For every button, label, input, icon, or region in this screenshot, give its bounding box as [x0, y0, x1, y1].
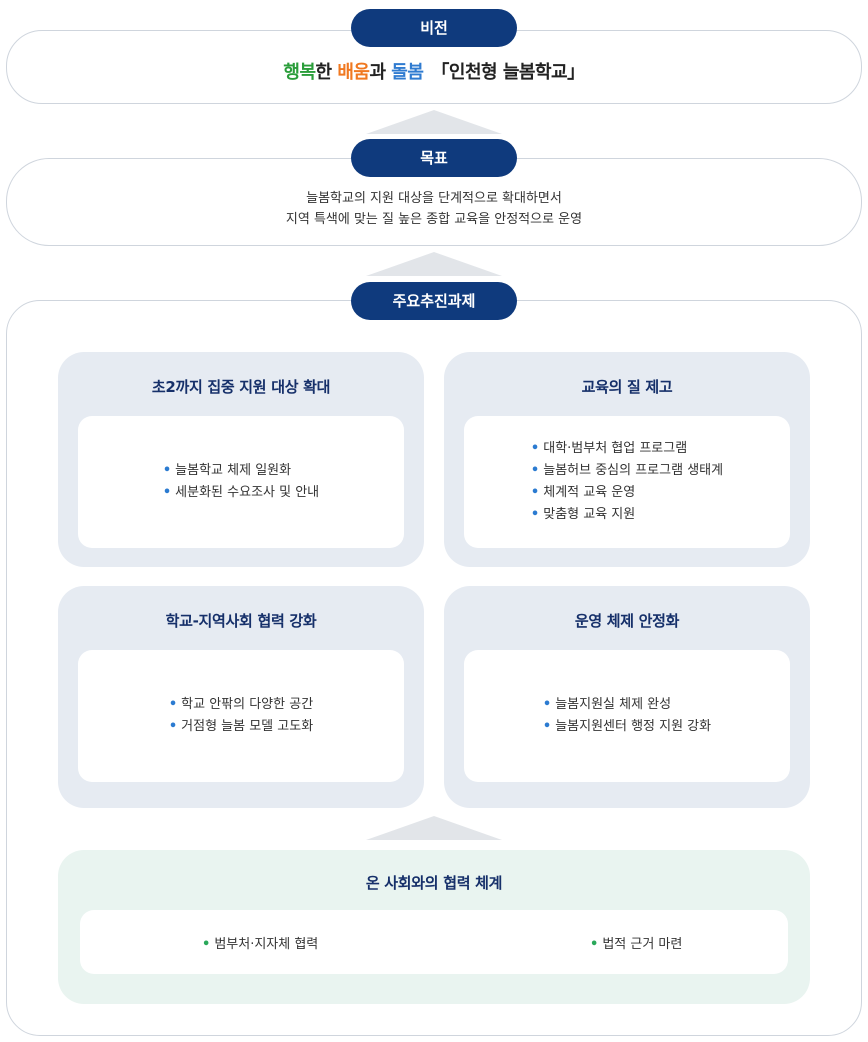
arrow-up-3 — [366, 816, 502, 840]
bullet-icon: • — [162, 463, 172, 478]
bullet-icon: • — [530, 463, 540, 478]
bullet-icon: • — [168, 697, 178, 712]
arrow-up-1 — [366, 110, 502, 134]
task-card-title: 학교-지역사회 협력 강화 — [165, 612, 317, 630]
list-item: •거점형 늘봄 모델 고도화 — [169, 716, 313, 738]
item-text: 늘봄학교 체제 일원화 — [175, 463, 292, 478]
goal-line-2: 지역 특색에 맞는 질 높은 종합 교육을 안정적으로 운영 — [285, 212, 583, 227]
item-text: 학교 안팎의 다양한 공간 — [181, 697, 314, 712]
task-items: •대학·범부처 협업 프로그램 •늘봄허브 중심의 프로그램 생태계 •체계적 … — [531, 438, 723, 526]
task-card-operation-stability: 운영 체제 안정화 •늘봄지원실 체제 완성 •늘봄지원센터 행정 지원 강화 — [444, 586, 810, 808]
task-card-title: 운영 체제 안정화 — [574, 612, 680, 630]
cooperation-title: 온 사회와의 협력 체계 — [365, 874, 503, 892]
item-text: 대학·범부처 협업 프로그램 — [543, 441, 688, 456]
item-text: 맞춤형 교육 지원 — [543, 507, 636, 522]
task-card-expand-support: 초2까지 집중 지원 대상 확대 •늘봄학교 체제 일원화 •세분화된 수요조사… — [58, 352, 424, 567]
task-card-body: •대학·범부처 협업 프로그램 •늘봄허브 중심의 프로그램 생태계 •체계적 … — [464, 416, 790, 548]
list-item: •늘봄학교 체제 일원화 — [163, 460, 319, 482]
task-card-body: •학교 안팎의 다양한 공간 •거점형 늘봄 모델 고도화 — [78, 650, 404, 782]
list-item: •늘봄지원센터 행정 지원 강화 — [543, 716, 711, 738]
list-item: •학교 안팎의 다양한 공간 — [169, 694, 313, 716]
cooperation-body: •범부처·지자체 협력 •법적 근거 마련 — [80, 910, 788, 974]
vision-word-care: 돌봄 — [391, 62, 424, 83]
item-text: 법적 근거 마련 — [602, 936, 683, 952]
task-items: •늘봄학교 체제 일원화 •세분화된 수요조사 및 안내 — [163, 460, 319, 504]
bullet-icon: • — [530, 441, 540, 456]
list-item: •법적 근거 마련 — [590, 933, 682, 952]
item-text: 늘봄허브 중심의 프로그램 생태계 — [543, 463, 724, 478]
task-card-title: 초2까지 집중 지원 대상 확대 — [151, 378, 331, 396]
item-text: 세분화된 수요조사 및 안내 — [175, 485, 320, 500]
list-item: •늘봄지원실 체제 완성 — [543, 694, 711, 716]
vision-word-learning: 배움 — [337, 62, 370, 83]
goal-line-1: 늘봄학교의 지원 대상을 단계적으로 확대하면서 — [306, 191, 562, 206]
bullet-icon: • — [530, 507, 540, 522]
list-item: •맞춤형 교육 지원 — [531, 504, 723, 526]
bullet-icon: • — [162, 485, 172, 500]
item-text: 거점형 늘봄 모델 고도화 — [181, 719, 314, 734]
list-item: •세분화된 수요조사 및 안내 — [163, 482, 319, 504]
tasks-label: 주요추진과제 — [351, 282, 517, 320]
item-text: 늘봄지원실 체제 완성 — [555, 697, 672, 712]
vision-word-happiness: 행복 — [283, 62, 316, 83]
list-item: •늘봄허브 중심의 프로그램 생태계 — [531, 460, 723, 482]
task-card-education-quality: 교육의 질 제고 •대학·범부처 협업 프로그램 •늘봄허브 중심의 프로그램 … — [444, 352, 810, 567]
list-item: •대학·범부처 협업 프로그램 — [531, 438, 723, 460]
vision-word-learning-suffix: 과 — [369, 62, 392, 83]
task-card-body: •늘봄학교 체제 일원화 •세분화된 수요조사 및 안내 — [78, 416, 404, 548]
list-item: •범부처·지자체 협력 — [202, 933, 318, 952]
bullet-icon: • — [542, 719, 552, 734]
bullet-icon: • — [530, 485, 540, 500]
vision-tail: 「인천형 늘봄학교」 — [431, 62, 585, 83]
task-card-body: •늘봄지원실 체제 완성 •늘봄지원센터 행정 지원 강화 — [464, 650, 790, 782]
bullet-icon: • — [542, 697, 552, 712]
goal-label: 목표 — [351, 139, 517, 177]
item-text: 체계적 교육 운영 — [543, 485, 636, 500]
arrow-up-2 — [366, 252, 502, 276]
task-card-title: 교육의 질 제고 — [581, 378, 673, 396]
item-text: 늘봄지원센터 행정 지원 강화 — [555, 719, 712, 734]
bullet-icon: • — [202, 936, 211, 952]
task-card-community-cooperation: 학교-지역사회 협력 강화 •학교 안팎의 다양한 공간 •거점형 늘봄 모델 … — [58, 586, 424, 808]
vision-label: 비전 — [351, 9, 517, 47]
bullet-icon: • — [168, 719, 178, 734]
task-items: •학교 안팎의 다양한 공간 •거점형 늘봄 모델 고도화 — [169, 694, 313, 738]
cooperation-card: 온 사회와의 협력 체계 •범부처·지자체 협력 •법적 근거 마련 — [58, 850, 810, 1004]
item-text: 범부처·지자체 협력 — [214, 936, 319, 952]
vision-statement: 행복한 배움과 돌봄 「인천형 늘봄학교」 — [0, 58, 868, 84]
task-items: •늘봄지원실 체제 완성 •늘봄지원센터 행정 지원 강화 — [543, 694, 711, 738]
vision-word-happiness-suffix: 한 — [315, 62, 338, 83]
bullet-icon: • — [590, 936, 599, 952]
list-item: •체계적 교육 운영 — [531, 482, 723, 504]
